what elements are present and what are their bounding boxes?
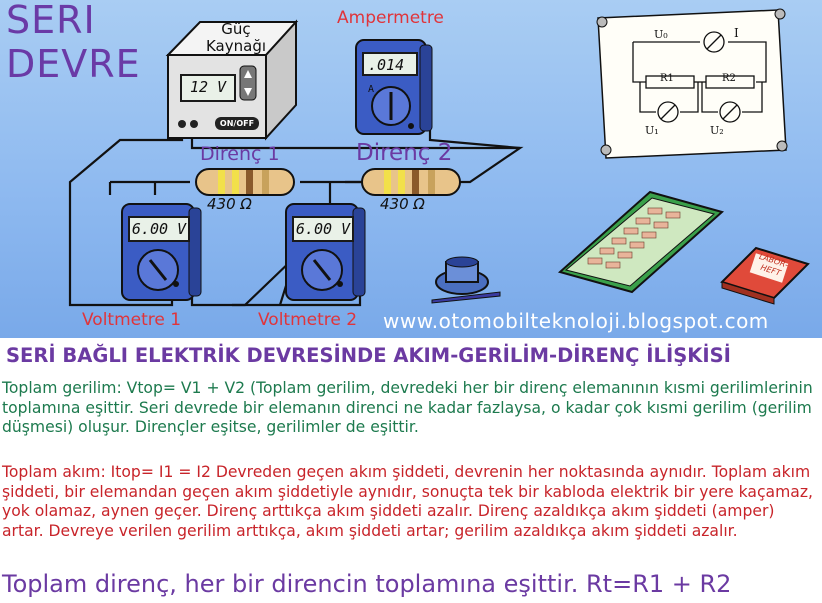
schematic-i: I [734, 26, 739, 40]
circuit-illustration [0, 0, 822, 338]
voltmeter-1-label: Voltmetre 1 [82, 310, 181, 330]
breadboard-icon [560, 192, 722, 292]
resistor-2 [362, 169, 460, 195]
website-url: www.otomobilteknoloji.blogspot.com [383, 309, 769, 333]
schematic-r1: R1 [660, 73, 674, 84]
power-on-off-button[interactable]: ON/OFF [218, 118, 256, 129]
ammeter-value: .014 [368, 56, 404, 74]
ammeter-unit: A [368, 84, 374, 95]
schematic-u1: U₁ [645, 124, 659, 137]
voltmeter-1-display: 6.00 V [128, 216, 190, 242]
voltmeter-2-display: 6.00 V [292, 216, 354, 242]
power-supply-display: 12 V [180, 74, 236, 102]
ink-bottle-icon [436, 257, 488, 294]
circuit-schematic [597, 9, 787, 158]
resistor-2-label: Direnç 2 [356, 140, 452, 166]
total-resistance-statement: Toplam direnç, her bir direncin toplamın… [2, 570, 731, 598]
power-supply-label-line1: Güç [200, 21, 272, 38]
resistor-1 [196, 169, 294, 195]
illustration-panel: SERI DEVRE [0, 0, 822, 338]
voltmeter-2-label: Voltmetre 2 [258, 310, 357, 330]
power-supply-label-line2: Kaynağı [200, 38, 272, 55]
schematic-r2: R2 [722, 73, 736, 84]
ammeter-display: .014 A [362, 52, 418, 76]
power-supply-label: Güç Kaynağı [200, 21, 272, 55]
resistor-1-value: 430 Ω [207, 195, 252, 213]
ammeter-label: Ampermetre [337, 8, 444, 28]
resistor-2-value: 430 Ω [380, 195, 425, 213]
voltage-paragraph: Toplam gerilim: Vtop= V1 + V2 (Toplam ge… [2, 379, 818, 438]
schematic-u2: U₂ [710, 124, 724, 137]
schematic-u0: U₀ [654, 28, 668, 41]
resistor-1-label: Direnç 1 [200, 143, 280, 165]
current-paragraph: Toplam akım: Itop= I1 = I2 Devreden geçe… [2, 463, 818, 541]
section-heading: SERİ BAĞLI ELEKTRİK DEVRESİNDE AKIM-GERİ… [6, 344, 818, 367]
